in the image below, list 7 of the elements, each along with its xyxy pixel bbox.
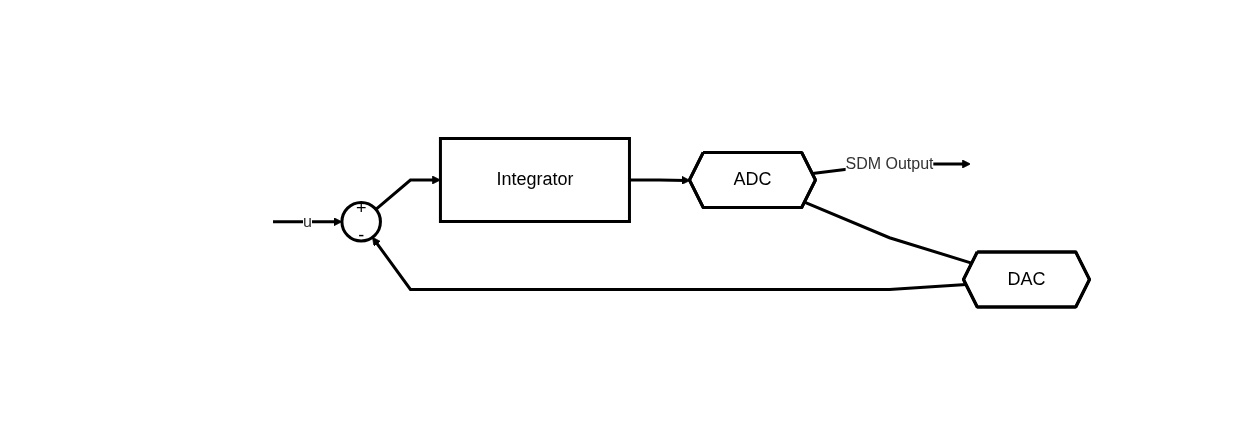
arrow [371, 236, 967, 291]
edge-label: SDM Output [845, 155, 934, 172]
arrow [374, 175, 441, 211]
edge-label: u [302, 212, 312, 230]
arrow [629, 175, 691, 185]
connector [804, 201, 973, 265]
node-box: Integrator [438, 137, 631, 223]
